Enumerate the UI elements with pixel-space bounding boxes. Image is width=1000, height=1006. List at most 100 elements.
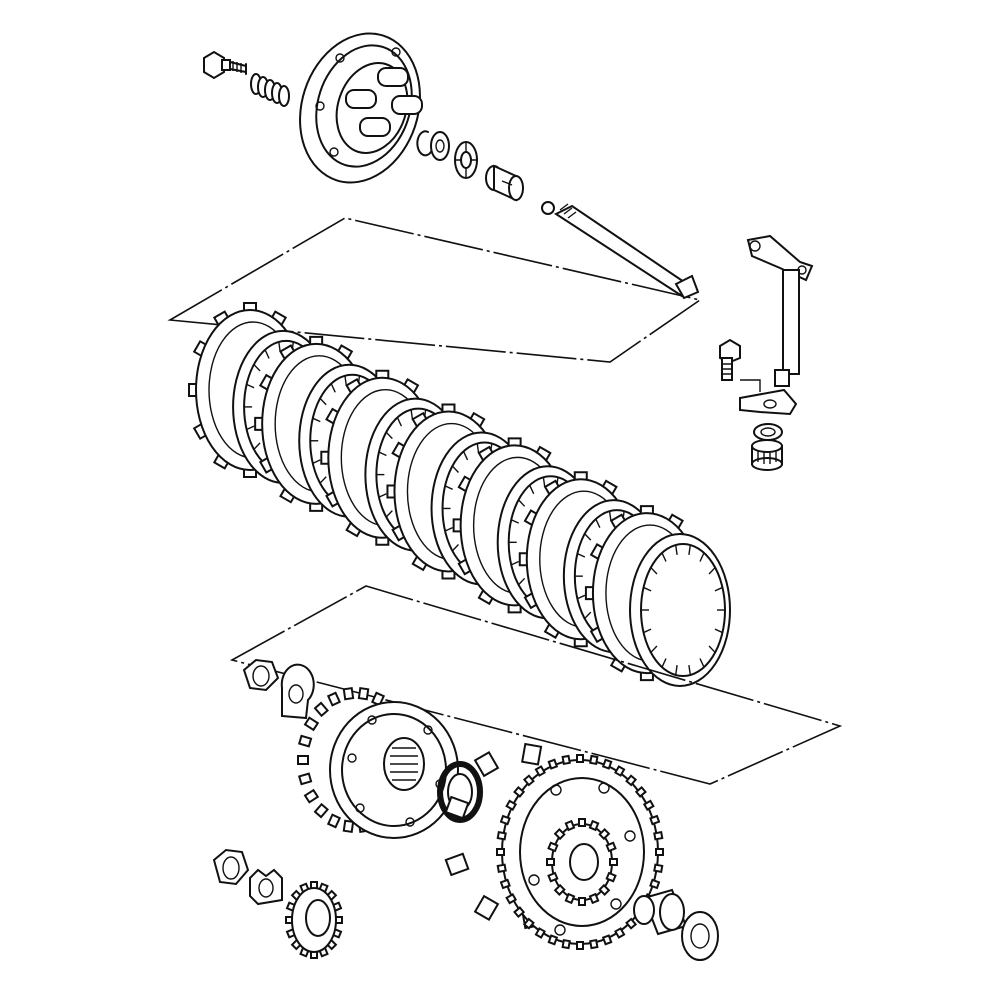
disc-inner-tooth: [714, 628, 723, 634]
basket-gear-tooth: [601, 934, 613, 946]
frame-lower: [229, 585, 843, 785]
basket-gear-tooth: [642, 799, 655, 811]
basket-gear-tooth: [522, 774, 535, 787]
steel-disc: [629, 533, 731, 687]
disc-inner-tooth: [385, 510, 393, 518]
disc-inner-tooth: [688, 665, 691, 676]
hub-spline: [326, 813, 342, 829]
disc-inner-tooth: [699, 658, 705, 668]
drive-gear-tooth: [564, 819, 576, 832]
disc-inner-tooth: [675, 665, 678, 676]
hub-spline: [297, 755, 309, 765]
drive-gear-tooth: [553, 828, 566, 841]
hub-spline: [370, 691, 386, 707]
basket-gear-tooth: [561, 938, 571, 950]
frame-upper: [167, 217, 702, 363]
disc-inner-tooth: [451, 543, 459, 552]
disc-inner-tooth: [246, 383, 255, 389]
drive-gear-tooth: [578, 818, 586, 827]
basket-gear-tooth: [649, 814, 661, 826]
basket-gear-tooth: [634, 785, 647, 798]
disc-inner-tooth: [529, 484, 535, 495]
thrust-washer: [681, 911, 719, 961]
basket-gear-tooth: [589, 938, 599, 950]
drive-gear-tooth: [605, 841, 617, 853]
disc-inner-tooth: [708, 645, 716, 653]
disc-inner-tooth: [675, 544, 678, 555]
hub-spline: [297, 734, 313, 748]
basket-gear-tooth: [547, 934, 559, 946]
basket-gear-tooth: [655, 848, 664, 856]
basket-gear-tooth: [625, 774, 638, 787]
disc-inner-tooth: [451, 465, 459, 473]
basket-gear-tooth: [653, 863, 664, 873]
disc-inner-tooth: [661, 658, 667, 668]
primary-nut: [212, 848, 250, 886]
basket-finger: [521, 742, 543, 766]
drive-gear-tooth: [547, 871, 559, 883]
release-shaft: [739, 234, 814, 416]
disc-inner-tooth: [444, 526, 453, 532]
push-rod: [553, 203, 700, 300]
basket-gear-tooth: [522, 917, 535, 930]
oil-seal: [753, 423, 783, 441]
inner-hub: [297, 687, 459, 839]
basket-gear-tooth: [576, 941, 584, 950]
basket-gear-tooth: [496, 848, 505, 856]
basket-gear-tooth: [496, 863, 507, 873]
release-piece: [485, 164, 524, 202]
disc-inner-tooth: [278, 341, 281, 352]
clutch-disc-pack: [188, 302, 731, 687]
basket-gear-tooth: [496, 831, 507, 841]
basket-finger: [444, 795, 470, 820]
hub-spline: [313, 802, 330, 819]
basket-finger: [444, 852, 470, 877]
drive-gear-tooth: [546, 858, 555, 866]
basket-gear-tooth: [601, 758, 613, 770]
washer: [430, 131, 450, 161]
hub-spline: [342, 819, 355, 833]
disc-inner-tooth: [510, 560, 520, 566]
basket-gear-tooth: [576, 754, 584, 763]
basket-gear-tooth: [513, 906, 526, 919]
disc-inner-tooth: [714, 586, 723, 592]
drive-gear-tooth: [588, 819, 600, 832]
disc-inner-tooth: [650, 645, 658, 653]
drive-gear-tooth: [598, 828, 611, 841]
hub-spline: [313, 701, 330, 718]
disc-inner-tooth: [518, 577, 526, 586]
hub-spline: [303, 788, 320, 804]
disc-inner-tooth: [264, 349, 270, 359]
disc-inner-tooth: [708, 567, 716, 575]
disc-inner-tooth: [385, 431, 393, 440]
drive-gear-tooth: [609, 858, 618, 866]
hub-spline: [357, 687, 370, 701]
pressure-plate: [299, 32, 423, 184]
disc-inner-tooth: [518, 499, 526, 507]
outer-basket: [444, 742, 664, 950]
disc-inner-tooth: [330, 383, 336, 393]
disc-inner-tooth: [577, 594, 586, 600]
basket-gear-tooth: [614, 765, 626, 777]
disc-inner-tooth: [595, 518, 601, 528]
hub-spline: [303, 716, 320, 732]
disc-inner-tooth: [584, 611, 592, 620]
disc-inner-tooth: [510, 519, 520, 524]
drive-gear-tooth: [605, 871, 617, 883]
bolt: [203, 50, 247, 80]
disc-inner-tooth: [584, 533, 592, 541]
bushing: [633, 888, 688, 936]
basket-gear-tooth: [547, 758, 559, 770]
basket-gear-tooth: [505, 893, 518, 905]
circlip: [416, 130, 433, 157]
disc-inner-tooth: [577, 552, 586, 558]
disc-inner-tooth: [253, 442, 261, 450]
disc-inner-tooth: [476, 443, 480, 454]
disc-inner-tooth: [319, 476, 327, 484]
drive-gear-tooth: [598, 883, 611, 896]
basket-gear-tooth: [625, 917, 638, 930]
basket-gear-tooth: [534, 765, 546, 777]
disc-inner-tooth: [396, 417, 403, 427]
